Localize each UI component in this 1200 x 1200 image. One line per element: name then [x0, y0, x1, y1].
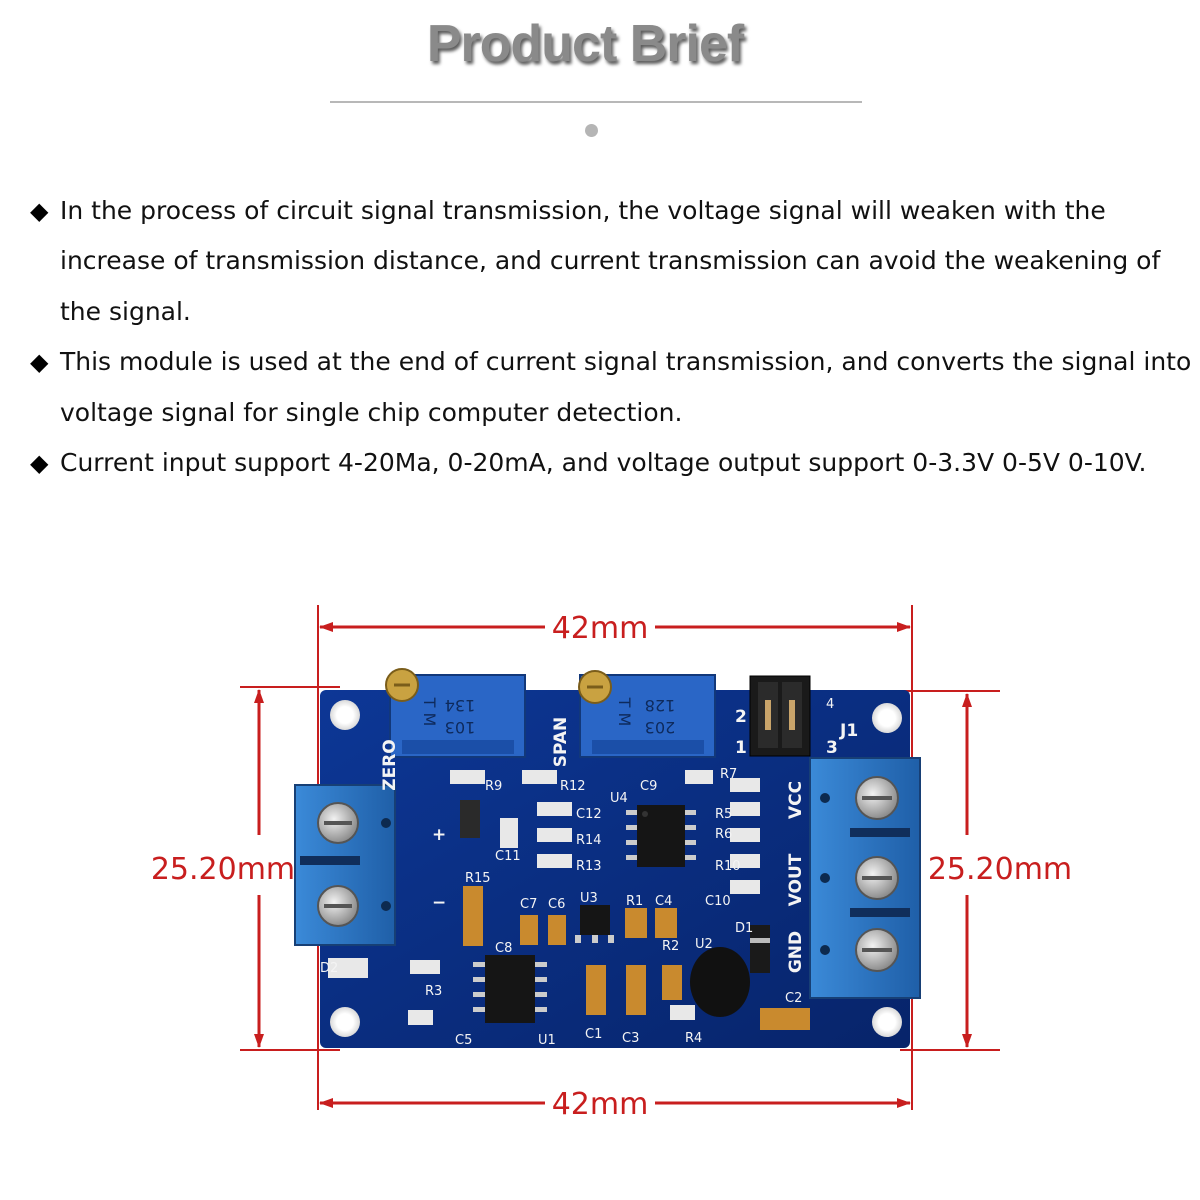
- ref-r6: R6: [715, 827, 732, 842]
- mounting-hole: [330, 700, 360, 730]
- zero-potentiometer: 103 134 T M: [385, 668, 526, 758]
- label-zero: ZERO: [380, 739, 400, 790]
- diode-d1: [750, 925, 770, 973]
- label-gnd: GND: [786, 931, 806, 973]
- jumper-pin-2: 2: [735, 707, 747, 727]
- label-span: SPAN: [551, 717, 571, 768]
- module-dimension-figure: 42mm 42mm 25.20mm 25.20mm: [140, 590, 1090, 1130]
- ref-r1: R1: [626, 894, 643, 909]
- list-item: ◆ This module is used at the end of curr…: [30, 337, 1195, 438]
- ref-r3: R3: [425, 984, 442, 999]
- diamond-icon: ◆: [30, 197, 49, 225]
- ref-c3: C3: [622, 1031, 639, 1046]
- ref-c11: C11: [495, 849, 521, 864]
- ref-u1: U1: [538, 1033, 556, 1048]
- ref-r10: R10: [715, 859, 741, 874]
- list-item: ◆ In the process of circuit signal trans…: [30, 186, 1195, 337]
- bullet-text: This module is used at the end of curren…: [60, 347, 1192, 427]
- ic-u4: [626, 805, 696, 867]
- width-bottom-label: 42mm: [552, 1087, 649, 1122]
- mounting-hole: [872, 1007, 902, 1037]
- label-vcc: VCC: [786, 781, 806, 819]
- bullet-text: Current input support 4-20Ma, 0-20mA, an…: [60, 448, 1147, 478]
- title-dot: [585, 124, 598, 137]
- board-drawing: 42mm 42mm 25.20mm 25.20mm: [151, 605, 1072, 1122]
- page-title: Product Brief: [426, 15, 744, 73]
- ref-c9: C9: [640, 779, 657, 794]
- ref-c8: C8: [495, 941, 512, 956]
- output-terminal-block: [809, 757, 921, 999]
- ref-r14: R14: [576, 833, 602, 848]
- ref-c10: C10: [705, 894, 731, 909]
- ref-c7: C7: [520, 897, 537, 912]
- ref-c2: C2: [785, 991, 802, 1006]
- span-pot-code-bottom: 128: [645, 696, 676, 715]
- ref-r9: R9: [485, 779, 502, 794]
- ref-r12: R12: [560, 779, 586, 794]
- width-top-label: 42mm: [552, 611, 649, 646]
- regulator-u2: [690, 947, 750, 1017]
- ref-u3: U3: [580, 891, 598, 906]
- ref-r13: R13: [576, 859, 602, 874]
- passive-components: [328, 770, 810, 1030]
- jumper-header-j1: 2 1 3 4 J1: [735, 675, 858, 758]
- label-vout: VOUT: [786, 853, 806, 906]
- ref-c4: C4: [655, 894, 672, 909]
- ref-u2: U2: [695, 937, 713, 952]
- ref-d2: D2: [320, 961, 338, 976]
- ic-u1: [473, 955, 547, 1023]
- mounting-hole: [872, 703, 902, 733]
- ref-c1: C1: [585, 1027, 602, 1042]
- ref-d1: D1: [735, 921, 753, 936]
- zero-pot-tm: T M: [420, 697, 439, 727]
- ref-r2: R2: [662, 939, 679, 954]
- diamond-icon: ◆: [30, 449, 49, 478]
- ref-c6: C6: [548, 897, 565, 912]
- ref-c12: C12: [576, 807, 602, 822]
- span-potentiometer: 203 128 T M: [578, 670, 716, 758]
- span-pot-tm: T M: [615, 697, 634, 727]
- feature-list: ◆ In the process of circuit signal trans…: [30, 186, 1195, 488]
- bullet-text: In the process of circuit signal transmi…: [60, 196, 1161, 326]
- ref-r15: R15: [465, 871, 491, 886]
- span-pot-code-top: 203: [645, 718, 676, 737]
- label-input-minus: −: [432, 893, 446, 913]
- title-divider: [330, 101, 862, 103]
- zero-pot-code-bottom: 134: [445, 696, 476, 715]
- list-item: ◆ Current input support 4-20Ma, 0-20mA, …: [30, 438, 1195, 488]
- jumper-pin-1: 1: [735, 738, 747, 758]
- jumper-pin-4: 4: [826, 697, 834, 712]
- mounting-hole: [330, 1007, 360, 1037]
- ref-r7: R7: [720, 767, 737, 782]
- dimension-lines: [240, 605, 1000, 1110]
- ref-c5: C5: [455, 1033, 472, 1048]
- jumper-pin-3: 3: [826, 738, 838, 758]
- ref-u4: U4: [610, 791, 628, 806]
- label-j1: J1: [839, 721, 858, 741]
- height-right-label: 25.20mm: [928, 852, 1072, 887]
- ref-r4: R4: [685, 1031, 702, 1046]
- label-input-plus: +: [432, 825, 446, 845]
- height-left-label: 25.20mm: [151, 852, 295, 887]
- zero-pot-code-top: 103: [445, 718, 476, 737]
- ref-r5: R5: [715, 807, 732, 822]
- ic-u3: [575, 905, 614, 943]
- input-terminal-block: [294, 784, 396, 946]
- diamond-icon: ◆: [30, 348, 49, 377]
